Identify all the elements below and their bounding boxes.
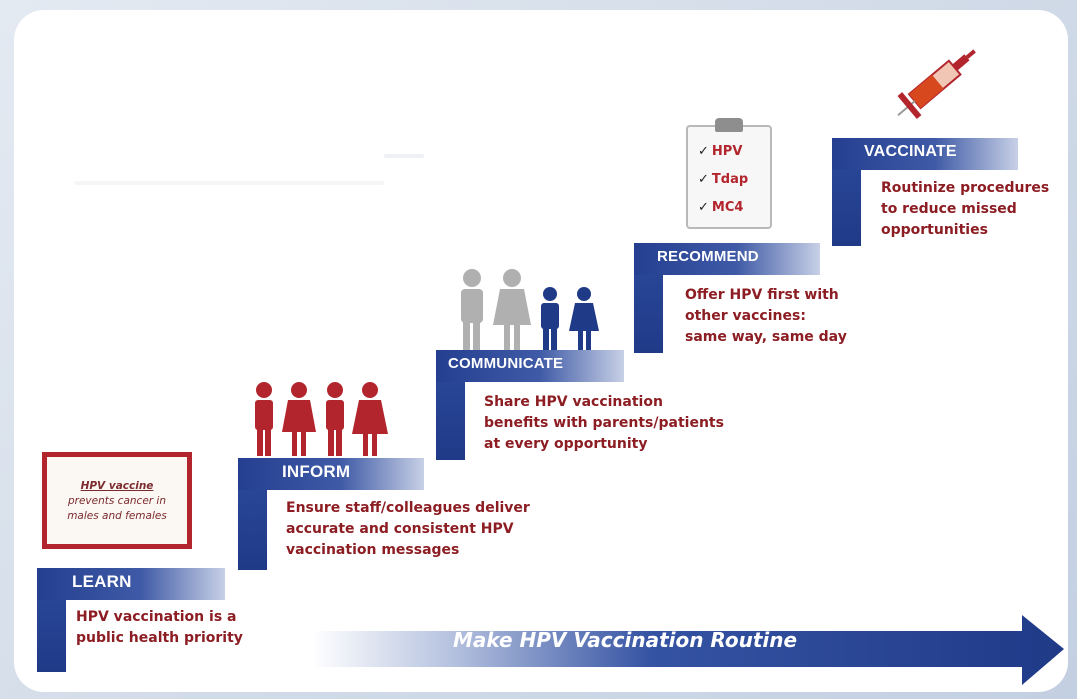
syringe-icon bbox=[879, 40, 989, 135]
faint-line bbox=[384, 154, 424, 158]
step-inform-title: INFORM bbox=[282, 462, 351, 481]
step-communicate-title: COMMUNICATE bbox=[448, 355, 564, 372]
check-icon: ✓ bbox=[698, 200, 709, 215]
step-inform-description: Ensure staff/colleagues deliver accurate… bbox=[286, 500, 530, 558]
step-recommend-description: Offer HPV first with other vaccines: sam… bbox=[685, 287, 847, 345]
step-communicate-bar bbox=[436, 350, 624, 382]
routine-arrow-label: Make HPV Vaccination Routine bbox=[453, 628, 798, 652]
clipboard-clip bbox=[715, 118, 743, 132]
step-inform-bar bbox=[238, 458, 424, 490]
clipboard-item-hpv: ✓HPV bbox=[698, 144, 743, 159]
clipboard-item-mc4: ✓MC4 bbox=[698, 200, 744, 215]
book-caption: prevents cancer in males and females bbox=[67, 495, 167, 522]
book-title: HPV vaccine bbox=[80, 480, 154, 492]
step-communicate-description: Share HPV vaccination benefits with pare… bbox=[484, 394, 724, 452]
step-recommend-bar bbox=[634, 243, 820, 275]
routine-arrow bbox=[312, 615, 1064, 685]
check-icon: ✓ bbox=[698, 144, 709, 159]
faint-line bbox=[74, 181, 384, 185]
step-learn-title: LEARN bbox=[72, 572, 132, 591]
infographic-card: HPV vaccine prevents cancer in males and… bbox=[14, 10, 1068, 692]
people-red-icon bbox=[250, 380, 400, 465]
family-icon bbox=[456, 268, 606, 359]
check-icon: ✓ bbox=[698, 172, 709, 187]
clipboard-icon: ✓HPV ✓Tdap ✓MC4 bbox=[686, 118, 772, 229]
step-vaccinate-description: Routinize procedures to reduce missed op… bbox=[881, 180, 1050, 238]
step-vaccinate-title: VACCINATE bbox=[864, 143, 957, 160]
clipboard-item-tdap: ✓Tdap bbox=[698, 172, 749, 187]
book-text: HPV vaccine prevents cancer in males and… bbox=[53, 479, 181, 524]
step-learn-description: HPV vaccination is a public health prior… bbox=[76, 609, 243, 646]
step-learn-bar bbox=[37, 568, 225, 600]
step-recommend-title: RECOMMEND bbox=[657, 248, 759, 265]
book-icon: HPV vaccine prevents cancer in males and… bbox=[42, 452, 192, 549]
step-vaccinate-bar bbox=[832, 138, 1018, 170]
